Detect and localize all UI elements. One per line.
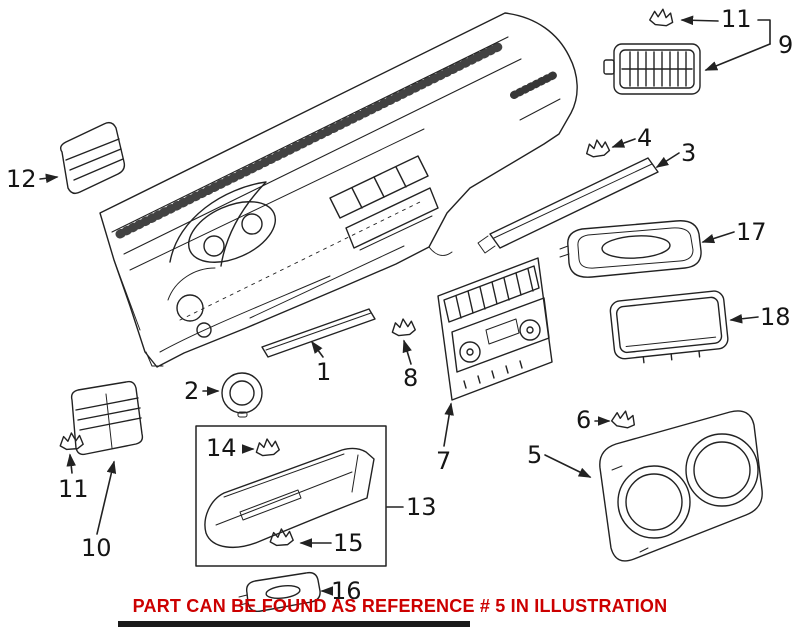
part-13-lower-trim-drawing: [205, 448, 374, 547]
part-10-11-vent-drawing: [72, 382, 143, 455]
callout-15: 15: [333, 529, 364, 557]
part-7-center-trim-drawing: [438, 258, 552, 400]
callout-8: 8: [403, 364, 419, 392]
callout-2: 2: [184, 377, 200, 405]
part-17-tray-drawing: [560, 221, 701, 277]
callout-9: 9: [778, 31, 794, 59]
part-16-bracket-drawing: [239, 573, 320, 612]
part-11-clip-top-drawing: [648, 7, 675, 28]
callout-3: 3: [681, 139, 697, 167]
part-14-clip-drawing: [254, 437, 281, 457]
part-4-clip-drawing: [584, 137, 611, 159]
callout-6: 6: [576, 406, 592, 434]
callout-13: 13: [406, 493, 437, 521]
callout-leader-lines: [40, 15, 770, 596]
callout-17: 17: [736, 218, 767, 246]
part-13-group-box: [196, 426, 386, 566]
part-6-clip-drawing: [610, 408, 638, 430]
cropped-edge-artifact: [118, 621, 470, 627]
part-9-vent-drawing: [604, 44, 700, 94]
part-1-trim-strip-drawing: [262, 309, 375, 357]
reference-note: PART CAN BE FOUND AS REFERENCE # 5 IN IL…: [132, 596, 668, 616]
part-5-cluster-housing-drawing: [600, 411, 762, 561]
callout-16: 16: [331, 577, 362, 605]
part-3-trim-strip-drawing: [478, 158, 658, 253]
callout-4: 4: [637, 124, 653, 152]
part-8-clip-drawing: [390, 317, 417, 337]
callout-11-left: 11: [58, 475, 89, 503]
callout-10: 10: [81, 534, 112, 562]
callout-18: 18: [760, 303, 791, 331]
callout-11-top: 11: [721, 5, 752, 33]
callout-12: 12: [6, 165, 37, 193]
callout-1: 1: [316, 358, 332, 386]
part-11-clip-left-drawing: [58, 431, 85, 451]
part-12-vent-drawing: [61, 123, 125, 194]
callout-7: 7: [436, 447, 452, 475]
part-2-bezel-drawing: [222, 373, 262, 417]
dashboard-panel-drawing: [100, 13, 577, 367]
callout-14: 14: [206, 434, 237, 462]
part-15-clip-drawing: [268, 527, 295, 547]
callout-5: 5: [527, 441, 543, 469]
part-18-airbag-drawing: [609, 290, 729, 366]
